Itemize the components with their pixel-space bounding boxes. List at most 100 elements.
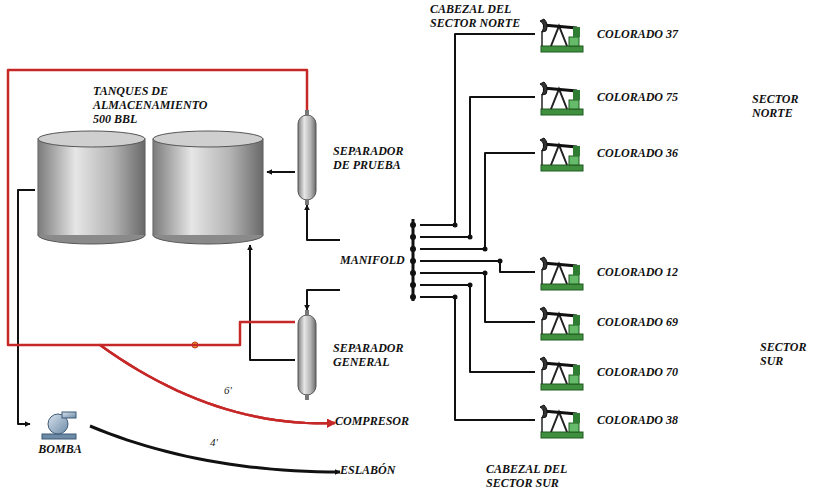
pumpjack-frame: [551, 26, 567, 46]
flow-arrow: [307, 290, 340, 310]
pumpjack-base: [541, 334, 583, 340]
node-label: TANQUES DE ALMACENAMIENTO 500 BBL: [35, 80, 228, 126]
flow-arrow: [90, 426, 340, 472]
pumpjack-head: [540, 257, 547, 270]
counterweight: [573, 90, 580, 100]
well-name: COLORADO 75: [597, 90, 678, 104]
pumpjack-motor: [569, 100, 579, 109]
counterweight: [573, 413, 580, 423]
vessel-body: [298, 115, 316, 200]
well-name: COLORADO 36: [597, 146, 678, 160]
counterweight: [573, 315, 580, 325]
pumpjack-icon: [537, 353, 587, 391]
pumpjack-icon: [537, 401, 587, 439]
pumpjack-frame: [551, 264, 567, 284]
pumpjack-motor: [569, 375, 579, 384]
vessel-icon: [295, 110, 321, 205]
pumpjack-base: [541, 165, 583, 171]
sector-label: SECTOR SUR: [760, 340, 830, 368]
pumpjack-beam: [543, 411, 577, 414]
node-label: ESLABÓN: [340, 463, 410, 477]
manifold: MANIFOLD: [340, 215, 420, 305]
flowline: [420, 34, 535, 225]
counterweight: [573, 265, 580, 275]
sector-label: SECTOR NORTE: [752, 92, 824, 120]
pumpjack-motor: [569, 423, 579, 432]
pumpjack-base: [541, 46, 583, 52]
pumpjack-frame: [551, 145, 567, 165]
pumpjack-icon: [537, 78, 587, 116]
pumpjack-beam: [543, 363, 577, 366]
pumpjack-motor: [569, 156, 579, 165]
pumpjack-motor: [569, 325, 579, 334]
pumpjack-head: [540, 405, 547, 418]
pumpjack-motor: [569, 37, 579, 46]
pumpjack-beam: [543, 313, 577, 316]
pumpjack-icon: [537, 15, 587, 53]
polished-rod: [541, 150, 543, 165]
polished-rod: [541, 269, 543, 284]
well-pumpjack: COLORADO 38: [535, 400, 685, 440]
flow-arrow: [250, 245, 295, 360]
vessel-nozzle: [305, 199, 309, 205]
pumpjack-icon: [537, 134, 587, 172]
vessel-nozzle: [305, 110, 309, 116]
well-pumpjack: COLORADO 12: [535, 252, 685, 292]
pump-outlet: [62, 412, 76, 418]
flowline: [420, 297, 535, 420]
well-name: COLORADO 69: [597, 315, 678, 329]
node-label: SEPARADOR GENERAL: [333, 341, 418, 369]
well-name: COLORADO 12: [597, 265, 678, 279]
pumpjack-base: [541, 432, 583, 438]
pumpjack-base: [541, 109, 583, 115]
pumpjack-head: [540, 138, 547, 151]
vessel-body: [298, 315, 316, 395]
pumpjack-motor: [569, 275, 579, 284]
pipe-size-label: 4': [208, 436, 220, 448]
manifold-valve: [410, 258, 416, 264]
pump-icon: [38, 410, 82, 440]
counterweight: [573, 146, 580, 156]
polished-rod: [541, 94, 543, 109]
transfer-pump: BOMBA: [30, 410, 90, 462]
well-pumpjack: COLORADO 37: [535, 14, 685, 54]
tank-body: [153, 139, 263, 235]
pumpjack-beam: [543, 88, 577, 91]
pumpjack-head: [540, 82, 547, 95]
flowline: [420, 285, 535, 372]
polished-rod: [541, 417, 543, 432]
well-pumpjack: COLORADO 36: [535, 133, 685, 173]
polished-rod: [541, 319, 543, 334]
counterweight: [573, 365, 580, 375]
vessel-nozzle: [305, 394, 309, 400]
polished-rod: [541, 31, 543, 46]
pumpjack-frame: [551, 364, 567, 384]
pumpjack-beam: [543, 144, 577, 147]
vessel-nozzle: [305, 310, 309, 316]
well-pumpjack: COLORADO 69: [535, 302, 685, 342]
storage-tanks: TANQUES DE ALMACENAMIENTO 500 BBL: [35, 80, 267, 245]
manifold-valve: [410, 222, 416, 228]
well-pumpjack: COLORADO 70: [535, 352, 685, 392]
node-label: BOMBA: [30, 442, 90, 456]
destination-label: ESLABÓN: [340, 463, 410, 481]
flowline: [420, 261, 535, 272]
separator-vessel: SEPARADOR GENERAL: [295, 310, 432, 400]
well-name: COLORADO 70: [597, 365, 678, 379]
manifold-valve: [410, 270, 416, 276]
pumpjack-base: [541, 384, 583, 390]
flow-arrow: [307, 205, 340, 240]
pumpjack-icon: [537, 253, 587, 291]
header-label: CABEZAL DEL SECTOR SUR: [486, 462, 606, 490]
tank-body-cover: [154, 139, 263, 235]
manifold-valve: [410, 246, 416, 252]
vessel-icon: [295, 310, 321, 400]
node-label: COMPRESOR: [335, 414, 415, 428]
manifold-bar: [408, 215, 418, 305]
node-label: MANIFOLD: [340, 253, 405, 267]
flow-arrow: [18, 190, 35, 424]
tank-pair-icon: [35, 130, 267, 245]
pumpjack-icon: [537, 303, 587, 341]
destination-label: COMPRESOR: [335, 414, 415, 432]
